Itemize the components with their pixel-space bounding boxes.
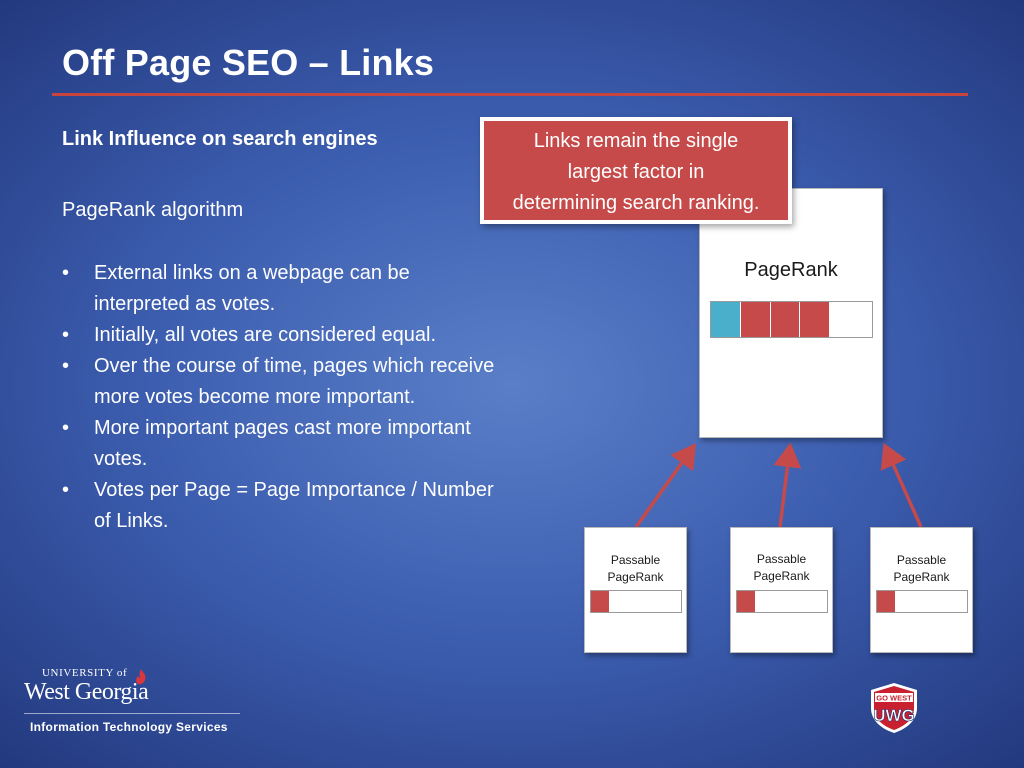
source-label-line: Passable: [610, 553, 661, 567]
callout-line: determining search ranking.: [512, 192, 760, 214]
source-label-line: PageRank: [753, 569, 810, 583]
callout-line: Links remain the single: [533, 130, 739, 152]
bullet-item: • More important pages cast more importan…: [62, 413, 502, 475]
bullet-text: Over the course of time, pages which rec…: [94, 355, 495, 408]
pagerank-segment: [711, 302, 741, 337]
callout-box: Links remain the single largest factor i…: [480, 117, 792, 224]
source-label-line: Passable: [896, 553, 947, 567]
link-arrow-middle: [773, 442, 802, 528]
bullet-item: • Votes per Page = Page Importance / Numb…: [62, 475, 502, 537]
source-label-line: PageRank: [893, 570, 950, 584]
shield-main-text: UWG: [873, 706, 915, 725]
link-arrow-left: [634, 443, 697, 529]
callout-line: largest factor in: [567, 161, 705, 183]
passable-pagerank-fill: [877, 591, 895, 612]
source-page-label: Passable PageRank: [871, 552, 972, 586]
source-label-line: PageRank: [607, 570, 664, 584]
bullet-dot: •: [62, 417, 70, 439]
passable-pagerank-fill: [737, 591, 755, 612]
bullet-dot: •: [62, 479, 70, 501]
passable-pagerank-bar: [736, 590, 828, 613]
bullet-item: • External links on a webpage can be inte…: [62, 258, 502, 320]
bullet-text: Votes per Page = Page Importance / Numbe…: [94, 479, 494, 532]
bullet-dot: •: [62, 324, 70, 346]
shield-top-text: GO WEST: [876, 694, 912, 703]
passable-pagerank-bar: [876, 590, 968, 613]
university-logo-small-text: UNIVERSITY of: [42, 667, 128, 679]
target-page-label: PageRank: [744, 259, 838, 281]
branding-divider: [24, 713, 240, 714]
bullet-item: • Over the course of time, pages which re…: [62, 351, 502, 413]
passable-pagerank-fill: [591, 591, 609, 612]
link-arrow-right: [880, 442, 923, 528]
source-page-label: Passable PageRank: [731, 551, 832, 585]
bullet-list: • External links on a webpage can be inte…: [62, 258, 502, 537]
bullet-item: • Initially, all votes are considered equ…: [62, 320, 502, 351]
department-label: Information Technology Services: [30, 720, 228, 734]
source-page: Passable PageRank: [870, 527, 973, 653]
source-page-label: Passable PageRank: [585, 552, 686, 586]
pagerank-bar: [710, 301, 873, 338]
source-page: Passable PageRank: [584, 527, 687, 653]
slide-title: Off Page SEO – Links: [62, 42, 435, 83]
passable-pagerank-bar: [590, 590, 682, 613]
pagerank-segment: [740, 302, 770, 337]
bullet-dot: •: [62, 262, 70, 284]
flame-icon: [136, 669, 146, 685]
title-divider: [52, 93, 968, 96]
algorithm-label: PageRank algorithm: [62, 199, 244, 221]
target-page: PageRank: [699, 188, 883, 438]
subheading: Link Influence on search engines: [62, 128, 378, 150]
bullet-text: More important pages cast more important…: [94, 417, 471, 470]
bullet-text: External links on a webpage can be inter…: [94, 262, 410, 315]
uwg-shield-logo: GO WEST UWG: [871, 683, 917, 733]
source-page: Passable PageRank: [730, 527, 833, 653]
university-logo-big-text: West Georgia: [24, 679, 149, 705]
bullet-dot: •: [62, 355, 70, 377]
pagerank-segment: [799, 302, 829, 337]
bullet-text: Initially, all votes are considered equa…: [94, 324, 437, 346]
pagerank-segment: [769, 302, 800, 337]
university-logo: UNIVERSITY of West Georgia: [24, 667, 174, 712]
source-label-line: Passable: [756, 552, 807, 566]
